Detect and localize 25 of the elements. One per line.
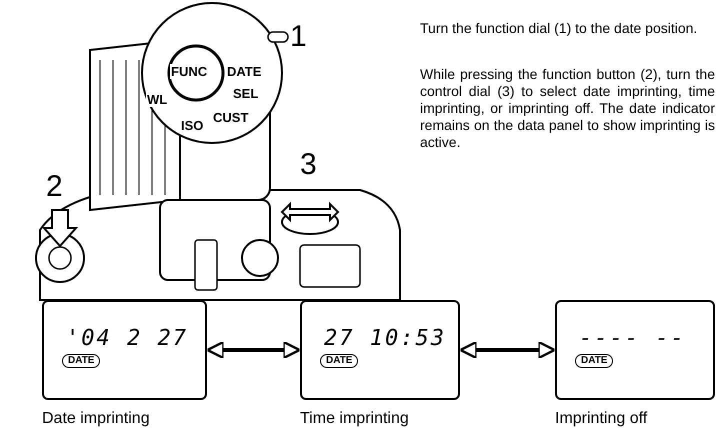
dial-label: CUST [212, 110, 250, 125]
lcd-panel [300, 300, 460, 400]
date-indicator: DATE [62, 354, 100, 368]
lcd-readout: ---- -- [579, 326, 686, 351]
dial-label: WL [146, 92, 168, 107]
callout-number: 3 [300, 148, 317, 182]
instruction-text: Turn the function dial (1) to the date position. [420, 20, 698, 37]
date-indicator: DATE [575, 354, 614, 368]
dial-label: DATE [226, 64, 262, 79]
panel-caption: Date imprinting [42, 410, 150, 428]
double-arrow [459, 340, 556, 360]
callout-number: 2 [46, 170, 63, 204]
lcd-readout: '04 2 27 [66, 326, 188, 351]
instruction-text: While pressing the function button (2), turn the control dial (3) to select date imprinting, time imprinting, or imprinting off. The date indicator remains on the data panel to show imprinting is active. [420, 66, 715, 151]
callout-number: 1 [290, 20, 307, 54]
dial-label: FUNC [170, 64, 208, 79]
panel-caption: Time imprinting [300, 410, 409, 428]
dial-label: ISO [180, 118, 204, 133]
panel-caption: Imprinting off [555, 410, 648, 428]
lcd-readout: 27 10:53 [324, 326, 446, 351]
double-arrow [206, 340, 301, 360]
lcd-panel [42, 300, 207, 400]
dial-label: SEL [232, 86, 260, 101]
lcd-panel [555, 300, 715, 400]
date-indicator: DATE [320, 354, 358, 368]
